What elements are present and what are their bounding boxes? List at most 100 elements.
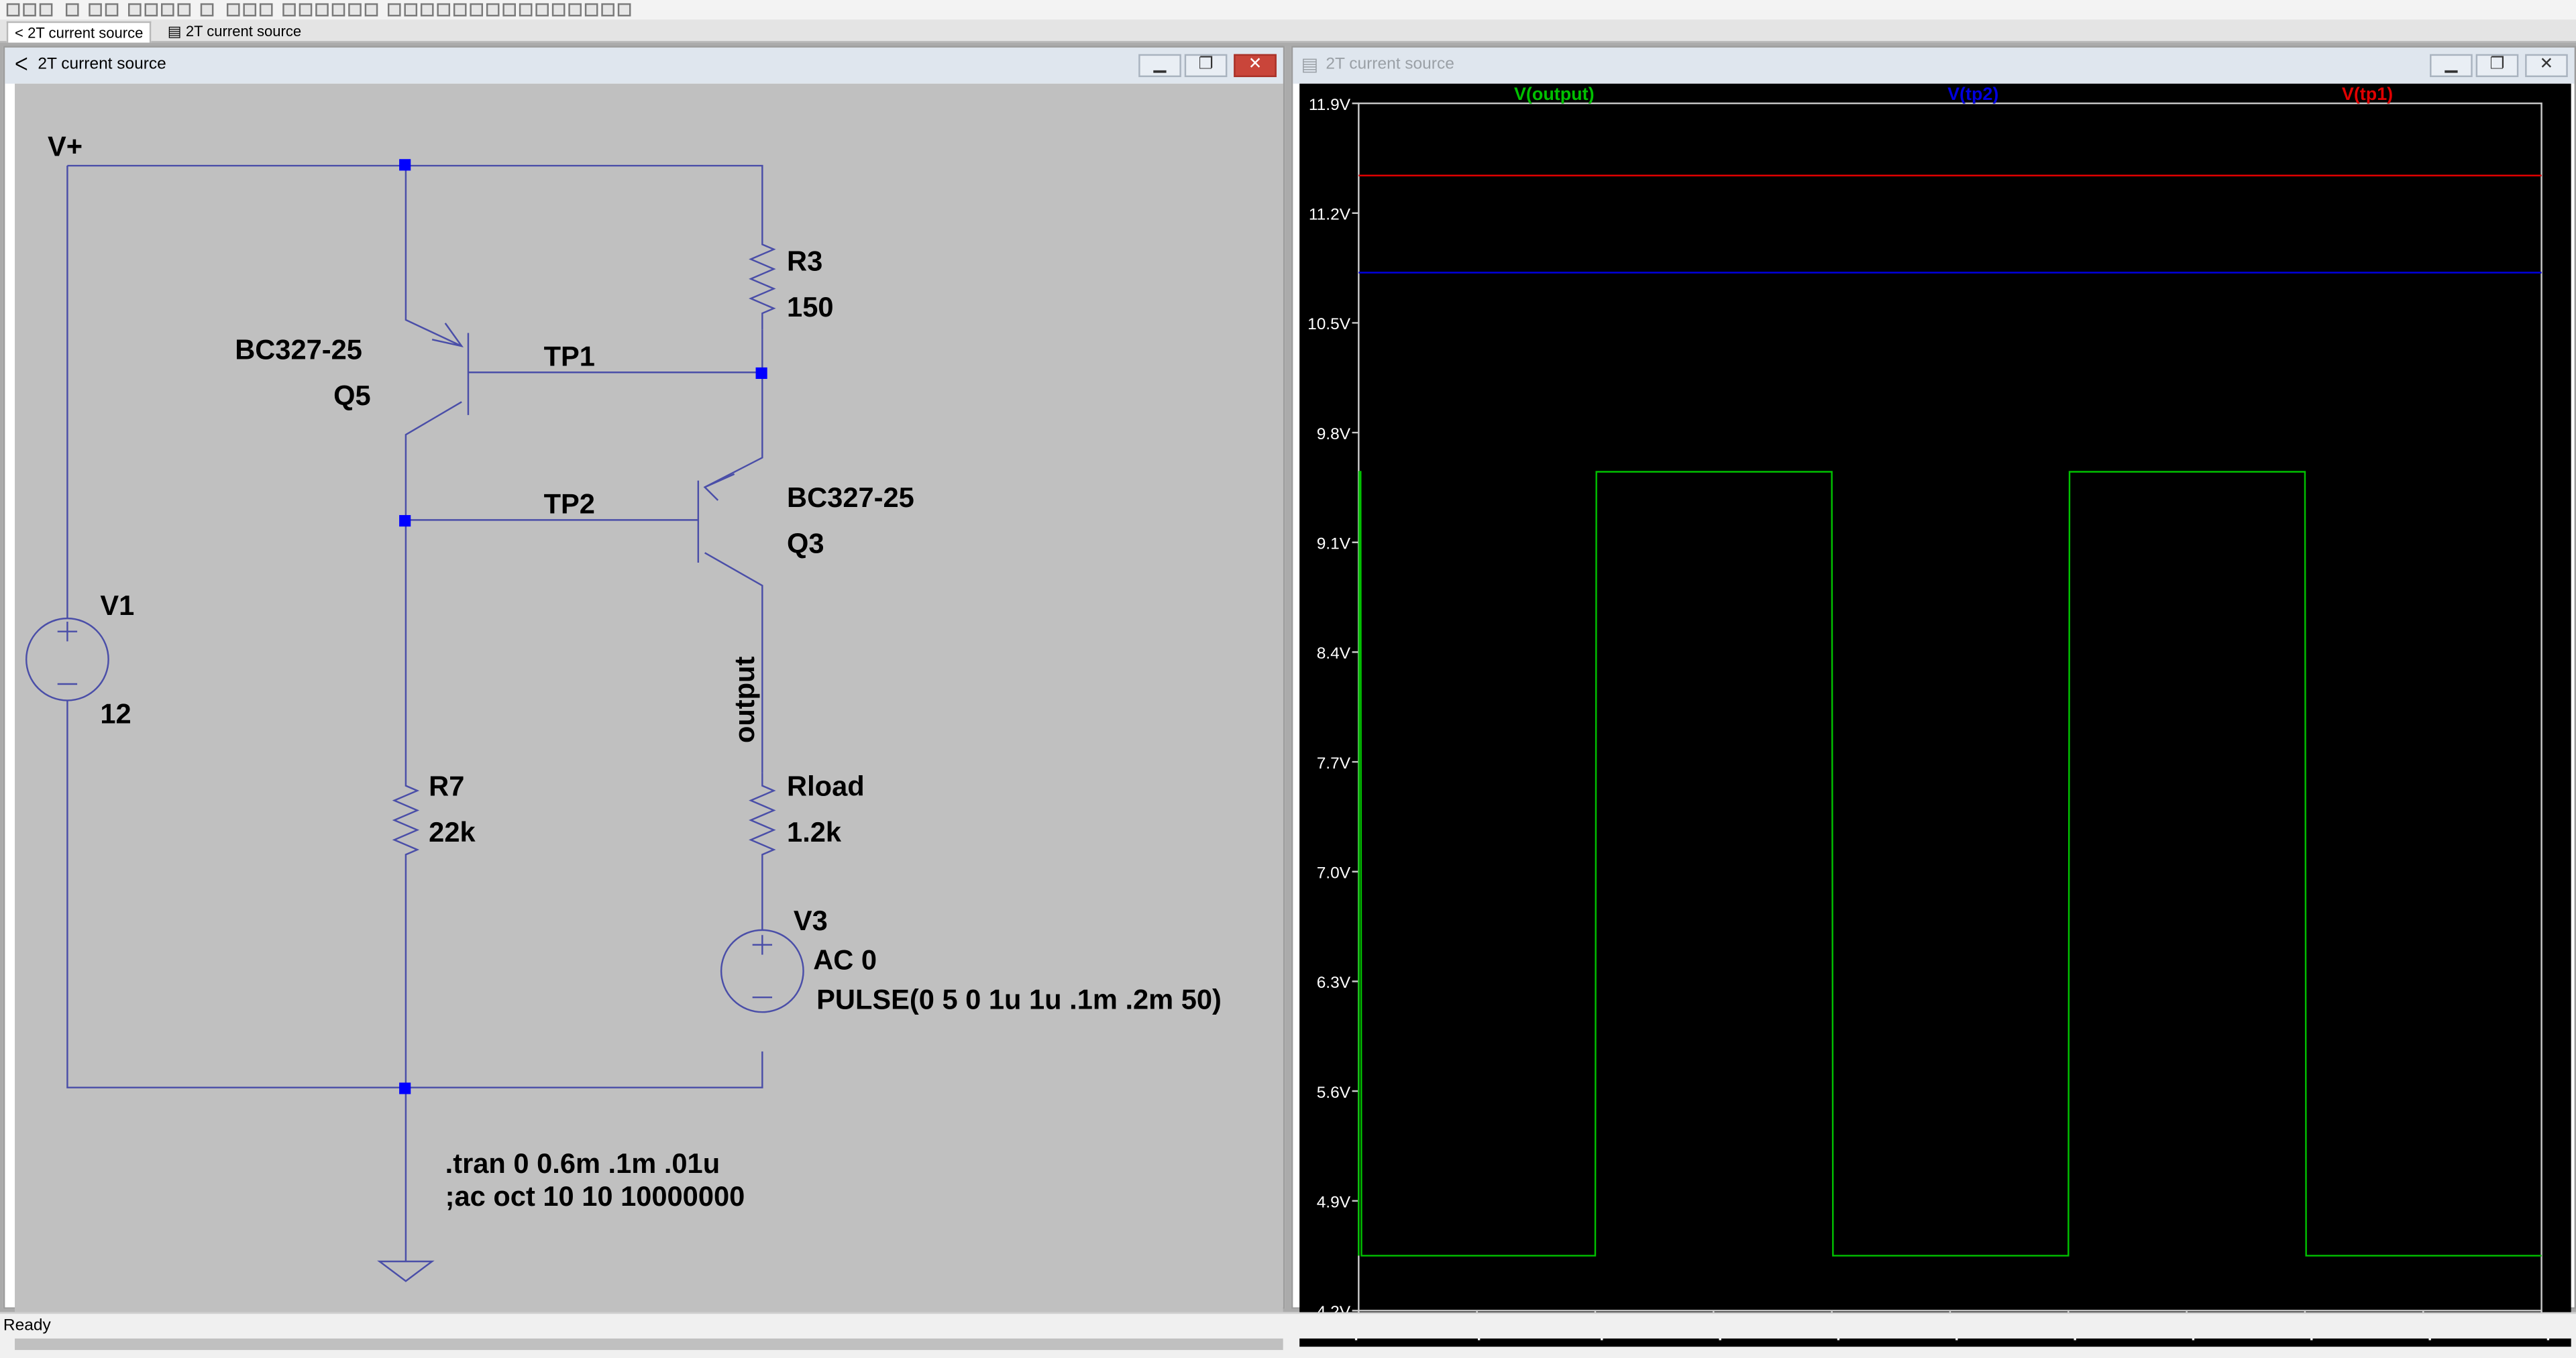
- status-bar: Ready: [0, 1312, 2576, 1339]
- waveform-tab-icon: ▤: [167, 23, 182, 40]
- schematic-window-icon: ᐸ: [15, 56, 28, 76]
- tab-schematic[interactable]: < 2T current source: [6, 21, 152, 43]
- net-label-output: output: [729, 657, 760, 743]
- schematic-titlebar[interactable]: ᐸ 2T current source ▁ ❐ ✕: [5, 47, 1283, 84]
- legend-v-tp1-: V(tp1): [2342, 84, 2393, 104]
- v3-name: V3: [794, 905, 828, 936]
- run-icon[interactable]: [89, 3, 102, 17]
- spice-directive-tran[interactable]: .tran 0 0.6m .1m .01u: [445, 1147, 720, 1179]
- new-schematic-icon[interactable]: [6, 3, 20, 17]
- tab-schematic-label: 2T current source: [28, 24, 144, 42]
- control-panel-icon[interactable]: [65, 3, 79, 17]
- schematic-canvas[interactable]: V+ V1 12 BC327-25 Q5 TP1 TP2 R3 150 BC32…: [15, 83, 1283, 1351]
- rload-value: 1.2k: [787, 816, 842, 848]
- r7-name: R7: [429, 770, 464, 801]
- halt-icon[interactable]: [105, 3, 119, 17]
- restore-button[interactable]: ❐: [1184, 54, 1228, 77]
- y-tick-label: 11.2V: [1309, 206, 1351, 224]
- capacitor-icon[interactable]: [453, 3, 467, 17]
- legend-v-tp2-: V(tp2): [1947, 84, 1998, 104]
- move-icon[interactable]: [519, 3, 533, 17]
- ground-symbol: [377, 1087, 435, 1282]
- component-icon[interactable]: [502, 3, 516, 17]
- y-tick-label: 8.4V: [1317, 644, 1351, 663]
- q3-model: BC327-25: [787, 482, 914, 513]
- trace-v-output-: [1358, 471, 2542, 1257]
- wire-top-rail: [67, 164, 763, 228]
- ground-icon[interactable]: [404, 3, 418, 17]
- plot-minimize-button[interactable]: ▁: [2430, 54, 2473, 77]
- status-text: Ready: [3, 1317, 51, 1336]
- q3-collector: [704, 552, 763, 773]
- text-icon[interactable]: [601, 3, 614, 17]
- waveform-plot[interactable]: 11.9V11.2V10.5V9.8V9.1V8.4V7.7V7.0V6.3V5…: [1299, 84, 2571, 1347]
- open-icon[interactable]: [23, 3, 36, 17]
- minimize-button[interactable]: ▁: [1138, 54, 1181, 77]
- junction-tp1: [755, 367, 767, 380]
- y-tick-label: 7.0V: [1317, 864, 1351, 883]
- plot-restore-button[interactable]: ❐: [2475, 54, 2519, 77]
- schematic-drawing[interactable]: V+ V1 12 BC327-25 Q5 TP1 TP2 R3 150 BC32…: [15, 84, 1283, 1350]
- zoom-out-icon[interactable]: [161, 3, 174, 17]
- inductor-icon[interactable]: [470, 3, 484, 17]
- undo-icon[interactable]: [551, 3, 566, 17]
- wire-icon[interactable]: [387, 3, 401, 17]
- q5-emitter: [405, 166, 462, 347]
- close-button[interactable]: ✕: [1234, 54, 1277, 77]
- paste-icon[interactable]: [315, 3, 329, 17]
- rload-name: Rload: [787, 770, 865, 801]
- mdi-area: ᐸ 2T current source ▁ ❐ ✕: [0, 42, 2576, 1351]
- q3-emitter-arrow: [703, 473, 735, 501]
- v3-ac: AC 0: [813, 944, 877, 976]
- plot-titlebar[interactable]: ▤ 2T current source ▁ ❐ ✕: [1293, 47, 2575, 84]
- resistor-icon[interactable]: [437, 3, 451, 17]
- q3-emitter: [704, 372, 763, 488]
- v1-name: V1: [100, 589, 134, 621]
- tab-waveform[interactable]: ▤ 2T current source: [161, 21, 308, 41]
- print-preview-icon[interactable]: [364, 3, 378, 17]
- y-tick-label: 11.9V: [1309, 96, 1351, 114]
- drag-icon[interactable]: [535, 3, 549, 17]
- schematic-window[interactable]: ᐸ 2T current source ▁ ❐ ✕: [3, 46, 1285, 1351]
- print-icon[interactable]: [348, 3, 362, 17]
- r3-name: R3: [787, 245, 822, 277]
- spice-directive-ac[interactable]: ;ac oct 10 10 10000000: [445, 1180, 745, 1212]
- autorange-icon[interactable]: [200, 3, 214, 17]
- diode-icon[interactable]: [486, 3, 500, 17]
- net-label-tp1: TP1: [544, 340, 595, 372]
- redo-icon[interactable]: [568, 3, 582, 17]
- wire-bottom-rail: [66, 700, 763, 1088]
- q3-name: Q3: [787, 527, 824, 559]
- y-tick-label: 9.1V: [1317, 535, 1351, 553]
- legend-v-output-: V(output): [1514, 84, 1595, 104]
- net-label-tp2: TP2: [544, 488, 595, 520]
- resistor-r3: [749, 227, 776, 330]
- label-net-icon[interactable]: [420, 3, 434, 17]
- close-all-icon[interactable]: [259, 3, 273, 17]
- pan-icon[interactable]: [144, 3, 158, 17]
- save-icon[interactable]: [39, 3, 53, 17]
- tab-waveform-label: 2T current source: [185, 23, 302, 40]
- resistor-r7: [392, 520, 420, 1088]
- q5-model: BC327-25: [235, 334, 362, 365]
- y-tick-label: 6.3V: [1317, 974, 1351, 992]
- junction-bottom: [399, 1082, 411, 1094]
- y-tick-label: 9.8V: [1317, 425, 1351, 443]
- rotate-icon[interactable]: [584, 3, 598, 17]
- junction-tp2: [399, 515, 411, 527]
- document-tabs: < 2T current source ▤ 2T current source: [0, 19, 2576, 43]
- find-icon[interactable]: [331, 3, 345, 17]
- q5-emitter-arrow: [431, 323, 464, 347]
- copy-icon[interactable]: [299, 3, 313, 17]
- spice-directive-icon[interactable]: [617, 3, 631, 17]
- zoom-fit-icon[interactable]: [177, 3, 191, 17]
- tile-icon[interactable]: [226, 3, 240, 17]
- plot-close-button[interactable]: ✕: [2525, 54, 2568, 77]
- cut-icon[interactable]: [282, 3, 296, 17]
- cascade-icon[interactable]: [243, 3, 257, 17]
- v1-value: 12: [100, 698, 131, 730]
- source-v3: [720, 929, 804, 1013]
- zoom-in-icon[interactable]: [128, 3, 142, 17]
